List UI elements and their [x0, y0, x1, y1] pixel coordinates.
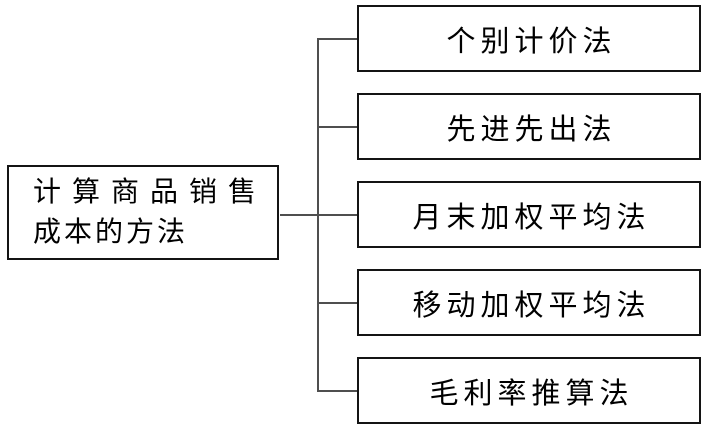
- root-node: 计算商品销售 成本的方法: [7, 165, 279, 260]
- connector-branch-line-1: [317, 38, 358, 40]
- branch-node-label: 移动加权平均法: [412, 289, 651, 322]
- branch-node-label: 个别计价法: [446, 25, 617, 58]
- root-node-label-line1: 计算商品销售: [33, 176, 268, 208]
- branch-node-moving-weighted-average: 移动加权平均法: [357, 269, 701, 336]
- branch-node-label: 先进先出法: [446, 113, 617, 146]
- connector-branch-line-2: [317, 126, 358, 128]
- connector-branch-line-4: [317, 302, 358, 304]
- connector-root-branch-line-3: [280, 214, 358, 216]
- branch-node-label: 毛利率推算法: [429, 377, 634, 410]
- branch-node-month-end-weighted-average: 月末加权平均法: [357, 181, 701, 248]
- connector-branch-line-5: [317, 390, 358, 392]
- branch-node-fifo: 先进先出法: [357, 93, 701, 160]
- branch-node-individual-pricing: 个别计价法: [357, 5, 701, 72]
- branch-node-label: 月末加权平均法: [412, 201, 651, 234]
- branch-node-gross-margin-estimation: 毛利率推算法: [357, 357, 701, 424]
- root-node-label-line2: 成本的方法: [33, 216, 189, 248]
